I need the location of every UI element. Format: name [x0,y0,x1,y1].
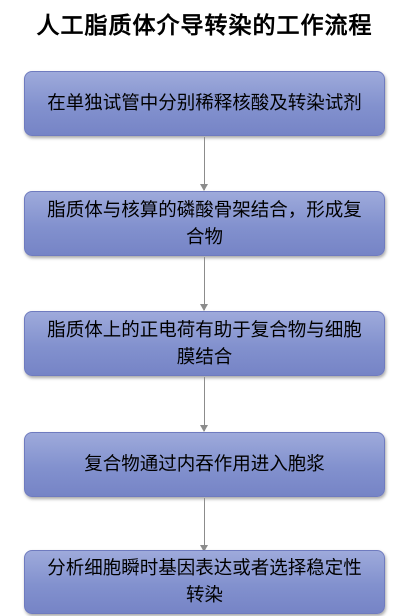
flow-arrow-3 [200,377,208,432]
flow-arrow-1 [200,137,208,191]
step-text-5: 分析细胞瞬时基因表达或者选择稳定性转染 [47,558,362,606]
arrow-head-1 [200,184,208,191]
step-text-2: 脂质体与核算的磷酸骨架结合，形成复合物 [47,199,362,248]
arrow-head-2 [200,304,208,311]
arrow-head-4 [200,545,208,552]
step-box-2: 脂质体与核算的磷酸骨架结合，形成复合物 [24,191,385,256]
step-text-1: 在单独试管中分别稀释核酸及转染试剂 [47,93,362,114]
step-box-1: 在单独试管中分别稀释核酸及转染试剂 [24,71,385,136]
flow-arrow-2 [200,257,208,311]
step-box-5: 分析细胞瞬时基因表达或者选择稳定性转染 [24,550,385,614]
flow-arrow-4 [200,498,208,552]
diagram-title: 人工脂质体介导转染的工作流程 [36,13,373,39]
arrow-head-3 [200,425,208,432]
step-text-3: 脂质体上的正电荷有助于复合物与细胞膜结合 [47,319,362,368]
step-text-4: 复合物通过内吞作用进入胞浆 [84,454,325,475]
step-box-3: 脂质体上的正电荷有助于复合物与细胞膜结合 [24,311,385,376]
step-box-4: 复合物通过内吞作用进入胞浆 [24,432,385,497]
